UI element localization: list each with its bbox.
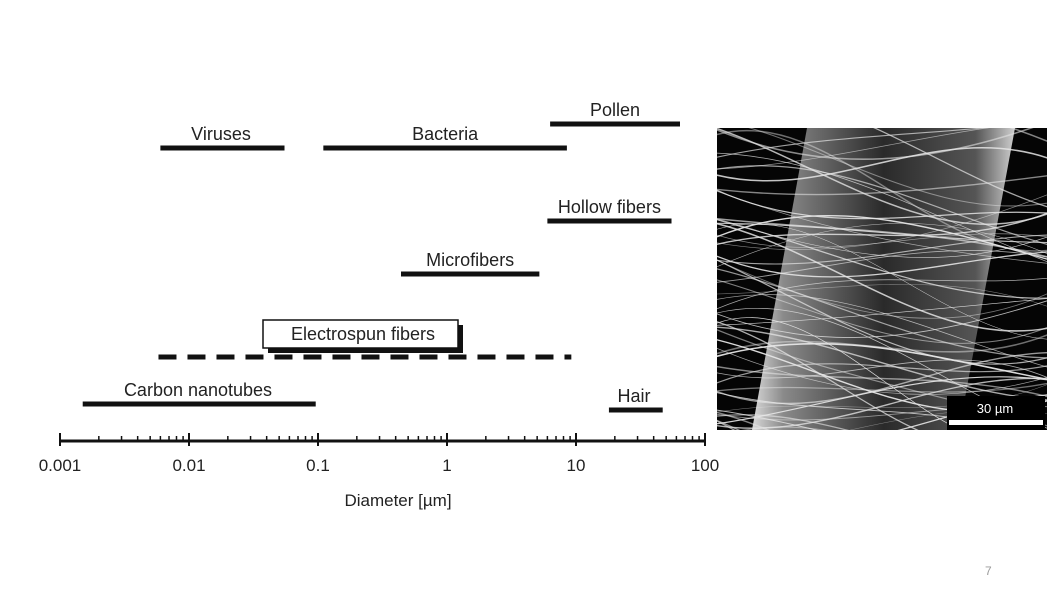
tick-label: 0.01	[172, 456, 205, 475]
nanofiber	[717, 147, 1047, 182]
nanofiber	[717, 342, 1047, 381]
nanofiber	[717, 321, 919, 430]
nanofiber	[717, 347, 1047, 395]
nanofiber	[717, 300, 1047, 338]
tick-label: 0.1	[306, 456, 330, 475]
label-box	[262, 319, 459, 349]
range-label: Microfibers	[426, 250, 514, 270]
range-bacteria: Bacteria	[323, 124, 567, 151]
range-label: Pollen	[590, 100, 640, 120]
range-label: Viruses	[191, 124, 251, 144]
range-viruses: Viruses	[160, 124, 285, 151]
range-label: Carbon nanotubes	[124, 380, 272, 400]
nanofiber	[717, 223, 1047, 268]
x-axis-label: Diameter [µm]	[344, 491, 451, 510]
nanofiber	[717, 222, 1047, 244]
hair-strand	[752, 128, 1015, 430]
nanofiber	[717, 251, 1047, 278]
range-label: Hollow fibers	[558, 197, 661, 217]
nanofiber-web	[717, 128, 1047, 430]
nanofiber	[717, 212, 1047, 246]
range-hair: Hair	[608, 386, 663, 413]
nanofiber	[717, 376, 1047, 425]
range-hollow-fibers: Hollow fibers	[547, 197, 672, 224]
nanofiber	[717, 334, 1047, 355]
nanofiber	[717, 284, 1047, 307]
nanofiber	[717, 409, 819, 430]
nanofiber	[717, 377, 1047, 429]
nanofiber	[717, 189, 1047, 220]
range-label: Electrospun fibers	[291, 324, 435, 344]
range-pollen: Pollen	[550, 100, 680, 127]
nanofiber	[717, 234, 1047, 265]
range-carbon-nanotubes: Carbon nanotubes	[82, 380, 316, 407]
nanofiber	[717, 175, 1047, 196]
nanofiber	[872, 128, 1047, 208]
nanofiber	[717, 268, 1047, 359]
nanofiber	[717, 352, 1047, 405]
nanofiber	[717, 326, 1047, 401]
scale-bar	[949, 420, 1043, 425]
range-label: Hair	[617, 386, 650, 406]
nanofiber	[717, 214, 1047, 260]
nanofiber	[717, 218, 1047, 299]
nanofiber	[717, 194, 1047, 251]
nanofiber	[717, 363, 1047, 384]
nanofiber	[717, 128, 989, 158]
tick-label: 100	[691, 456, 719, 475]
nanofiber	[748, 128, 1047, 207]
nanofiber	[717, 259, 1047, 319]
range-electrospun-fibers: Electrospun fibers	[158, 319, 572, 360]
nanofiber	[717, 128, 1034, 160]
range-microfibers: Microfibers	[401, 250, 540, 277]
sem-micrograph: 30 µm	[717, 128, 1047, 430]
nanofiber	[717, 414, 850, 430]
nanofiber	[717, 279, 1047, 344]
nanofiber	[717, 223, 1047, 332]
nanofiber	[717, 219, 1047, 258]
nanofiber	[717, 165, 1047, 245]
page-number: 7	[985, 564, 992, 578]
tick-label: 0.001	[39, 456, 82, 475]
nanofiber	[717, 259, 1047, 365]
scale-bar-label: 30 µm	[977, 401, 1013, 416]
range-label: Bacteria	[412, 124, 479, 144]
nanofiber	[717, 128, 990, 170]
nanofiber	[717, 411, 770, 430]
tick-label: 1	[442, 456, 451, 475]
tick-label: 10	[567, 456, 586, 475]
nanofiber	[717, 317, 962, 430]
nanofiber	[717, 277, 1047, 310]
x-axis: 0.001 0.01 0.1 1 10 100	[39, 433, 719, 475]
nanofiber	[717, 298, 1047, 326]
nanofiber	[741, 426, 827, 430]
